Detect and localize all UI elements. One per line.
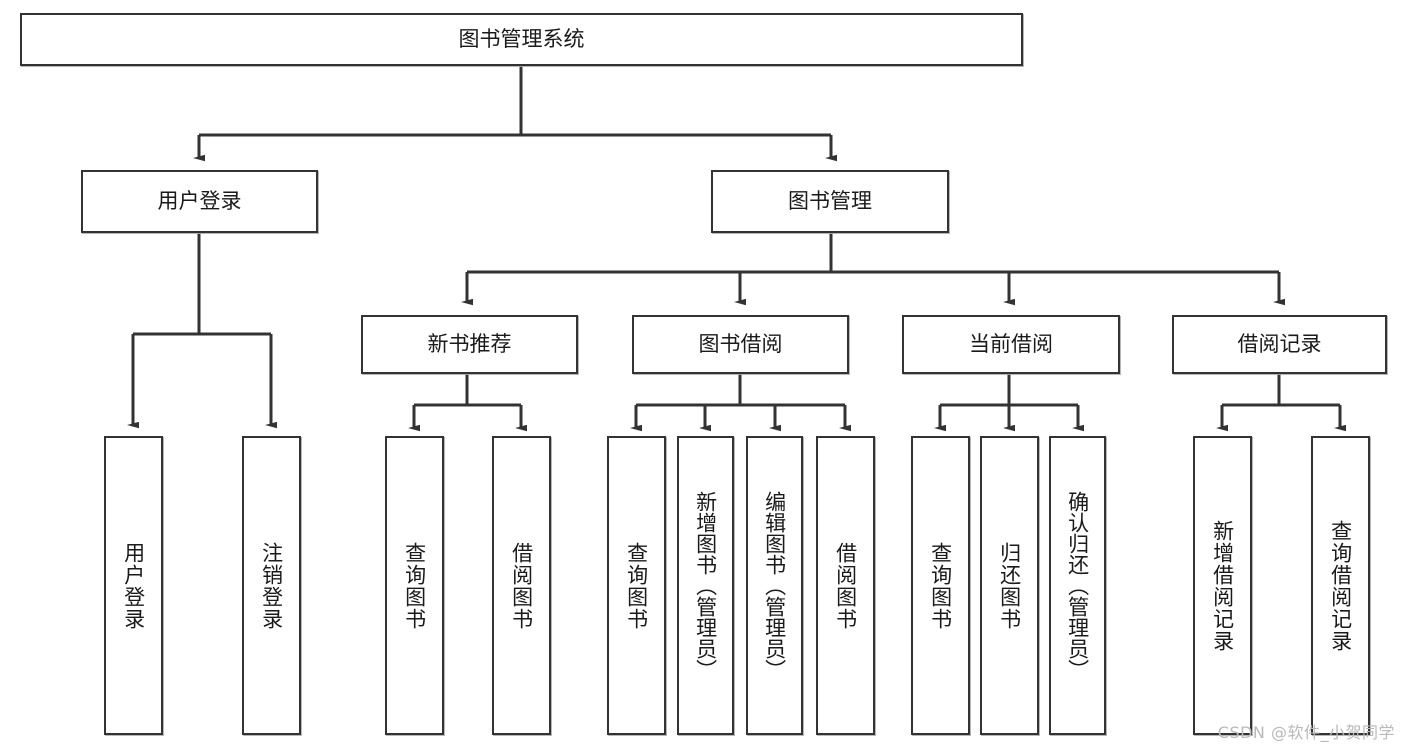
node-new-book-recommend-label: 新书推荐 (427, 332, 512, 357)
leaf-current-borrow-confirm-label: 确认归还（管理员） (1065, 491, 1090, 680)
node-new-book-recommend[interactable]: 新书推荐 (361, 315, 578, 374)
leaf-user-login-login[interactable]: 用户登录 (104, 436, 163, 735)
leaf-current-borrow-return[interactable]: 归还图书 (980, 436, 1039, 735)
leaf-book-borrow-query[interactable]: 查询图书 (607, 436, 666, 735)
leaf-current-borrow-return-label: 归还图书 (997, 541, 1022, 630)
leaf-book-borrow-edit-label: 编辑图书（管理员） (762, 491, 787, 680)
node-current-borrow[interactable]: 当前借阅 (902, 315, 1120, 374)
node-book-management[interactable]: 图书管理 (711, 170, 949, 233)
leaf-user-login-logout-label: 注销登录 (259, 541, 284, 630)
node-book-borrow-label: 图书借阅 (698, 332, 783, 357)
leaf-new-book-query-label: 查询图书 (402, 541, 427, 630)
node-borrow-record[interactable]: 借阅记录 (1172, 315, 1387, 374)
node-current-borrow-label: 当前借阅 (969, 332, 1053, 357)
leaf-borrow-record-add-label: 新增借阅记录 (1210, 519, 1235, 652)
leaf-borrow-record-query-label: 查询借阅记录 (1328, 519, 1353, 652)
leaf-new-book-query[interactable]: 查询图书 (385, 436, 444, 735)
leaf-current-borrow-query-label: 查询图书 (928, 541, 953, 630)
leaf-user-login-logout[interactable]: 注销登录 (242, 436, 301, 735)
leaf-borrow-record-query[interactable]: 查询借阅记录 (1311, 436, 1370, 735)
leaf-book-borrow-add[interactable]: 新增图书（管理员） (677, 436, 734, 735)
leaf-book-borrow-borrow[interactable]: 借阅图书 (816, 436, 875, 735)
leaf-borrow-record-add[interactable]: 新增借阅记录 (1193, 436, 1252, 735)
node-root-system[interactable]: 图书管理系统 (20, 13, 1023, 66)
node-book-borrow[interactable]: 图书借阅 (632, 315, 849, 374)
node-root-system-label: 图书管理系统 (458, 27, 585, 52)
leaf-book-borrow-query-label: 查询图书 (624, 541, 649, 630)
leaf-book-borrow-edit[interactable]: 编辑图书（管理员） (746, 436, 803, 735)
csdn-watermark: CSDN @软件_小贺同学 (1217, 723, 1395, 742)
leaf-user-login-login-label: 用户登录 (121, 541, 146, 630)
node-user-login[interactable]: 用户登录 (81, 170, 318, 233)
leaf-new-book-borrow[interactable]: 借阅图书 (492, 436, 551, 735)
leaf-current-borrow-confirm[interactable]: 确认归还（管理员） (1049, 436, 1106, 735)
node-book-management-label: 图书管理 (788, 189, 872, 214)
leaf-new-book-borrow-label: 借阅图书 (509, 541, 534, 630)
node-user-login-label: 用户登录 (157, 189, 242, 214)
node-borrow-record-label: 借阅记录 (1237, 332, 1322, 357)
leaf-book-borrow-borrow-label: 借阅图书 (833, 541, 858, 630)
leaf-book-borrow-add-label: 新增图书（管理员） (693, 491, 718, 680)
leaf-current-borrow-query[interactable]: 查询图书 (911, 436, 970, 735)
